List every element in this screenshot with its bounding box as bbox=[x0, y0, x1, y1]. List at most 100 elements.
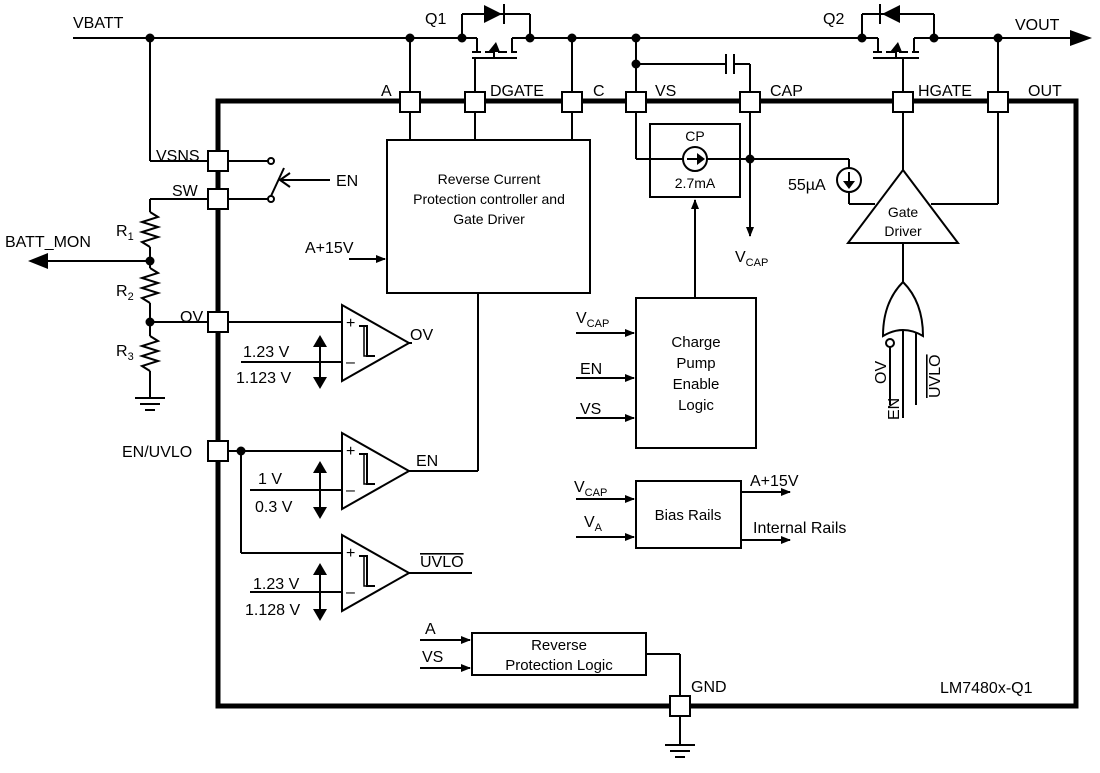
batt-mon-arrow bbox=[28, 253, 48, 269]
bias-vcap-sub: CAP bbox=[585, 487, 608, 499]
pin-vsns-label: VSNS bbox=[156, 148, 200, 165]
pin-ov-label: OV bbox=[180, 309, 203, 326]
q2-label: Q2 bbox=[823, 11, 844, 28]
bias-vcap-v: V bbox=[574, 479, 585, 496]
r1-base: R bbox=[116, 223, 128, 240]
rpl-wiring bbox=[420, 636, 695, 758]
en-threshold-fall: 0.3 V bbox=[255, 499, 293, 516]
pin-sw-label: SW bbox=[172, 183, 199, 200]
gate-driver-line-1: Gate bbox=[888, 204, 919, 220]
q1-label: Q1 bbox=[425, 11, 446, 28]
r3-sub: 3 bbox=[128, 351, 134, 363]
pin-cap bbox=[739, 91, 761, 113]
pin-out-label: OUT bbox=[1028, 83, 1062, 100]
rpl-line-2: Protection Logic bbox=[505, 657, 613, 674]
pin-vs bbox=[625, 91, 647, 113]
pin-en-uvlo-label: EN/UVLO bbox=[122, 444, 192, 461]
cpe-line-4: Logic bbox=[678, 397, 714, 414]
rcp-line-3: Gate Driver bbox=[453, 211, 525, 227]
ov-comparator bbox=[228, 303, 412, 389]
rpl-input-vs: VS bbox=[422, 649, 443, 666]
pin-hgate bbox=[892, 91, 914, 113]
vout-label: VOUT bbox=[1015, 17, 1060, 34]
cp-wiring bbox=[635, 112, 875, 237]
ov-threshold-rise: 1.23 V bbox=[243, 344, 290, 361]
pin-vsns bbox=[207, 150, 229, 172]
vsns-sw-network bbox=[149, 38, 330, 203]
cpe-input-wires bbox=[576, 329, 635, 422]
pin-hgate-label: HGATE bbox=[918, 83, 972, 100]
cpe-vcap-v: V bbox=[576, 310, 587, 327]
or-input-en: EN bbox=[886, 398, 903, 420]
en-minus: – bbox=[346, 482, 355, 499]
ov-minus: – bbox=[346, 354, 355, 371]
q2-mosfet-symbol bbox=[857, 4, 939, 101]
uvlo-comparator bbox=[240, 451, 472, 621]
cpe-input-vcap: VCAP bbox=[576, 310, 609, 330]
bias-va-sub: A bbox=[595, 522, 603, 534]
charge-pump-enable-block bbox=[635, 297, 757, 449]
pin-a-label: A bbox=[381, 83, 392, 100]
bias-output-internal: Internal Rails bbox=[753, 520, 846, 537]
r2-label: R2 bbox=[116, 283, 134, 303]
pin-dgate-label: DGATE bbox=[490, 83, 544, 100]
pin-a bbox=[399, 91, 421, 113]
pin-out bbox=[987, 91, 1009, 113]
r2-sub: 2 bbox=[128, 291, 134, 303]
cpe-vcap-sub: CAP bbox=[587, 318, 610, 330]
cp-output-label: VCAP bbox=[735, 249, 768, 269]
batt-mon-label: BATT_MON bbox=[5, 234, 91, 251]
pin-gnd-label: GND bbox=[691, 679, 727, 696]
or-input-ov: OV bbox=[873, 361, 890, 384]
pin-ov bbox=[207, 311, 229, 333]
cpe-input-en: EN bbox=[580, 361, 602, 378]
en-output-label: EN bbox=[416, 453, 438, 470]
cpe-line-2: Pump bbox=[676, 355, 715, 372]
en-comparator bbox=[228, 293, 479, 519]
cpe-line-1: Charge bbox=[671, 334, 720, 351]
ov-output-label: OV bbox=[410, 327, 433, 344]
ov-threshold-fall: 1.123 V bbox=[236, 370, 291, 387]
gate-driver-wiring bbox=[902, 112, 999, 282]
or-gate-symbol bbox=[881, 280, 925, 418]
bias-va-v: V bbox=[584, 514, 595, 531]
uvlo-threshold-fall: 1.128 V bbox=[245, 602, 300, 619]
top-pin-wiring bbox=[409, 38, 999, 92]
switch-en-label: EN bbox=[336, 173, 358, 190]
or-input-uvlo: UVLO bbox=[927, 354, 944, 398]
bias-input-va: VA bbox=[584, 514, 603, 534]
r1-sub: 1 bbox=[128, 231, 134, 243]
uvlo-threshold-rise: 1.23 V bbox=[253, 576, 300, 593]
cp-label: CP bbox=[685, 128, 704, 144]
bias-rails-wiring bbox=[576, 488, 791, 544]
cpe-line-3: Enable bbox=[673, 376, 720, 393]
cpe-input-vs: VS bbox=[580, 401, 601, 418]
r3-base: R bbox=[116, 343, 128, 360]
cp-out-sub: CAP bbox=[746, 257, 769, 269]
uvlo-plus: + bbox=[346, 545, 355, 562]
bias-rails-label: Bias Rails bbox=[655, 507, 722, 524]
en-plus: + bbox=[346, 443, 355, 460]
vbatt-rail bbox=[73, 30, 1092, 46]
cp-current-label: 2.7mA bbox=[675, 175, 716, 191]
source-current-label: 55µA bbox=[788, 177, 826, 194]
bias-output-a15: A+15V bbox=[750, 473, 799, 490]
rpl-input-a: A bbox=[425, 621, 436, 638]
pin-c-label: C bbox=[593, 83, 605, 100]
bias-input-vcap: VCAP bbox=[574, 479, 607, 499]
part-number-label: LM7480x-Q1 bbox=[940, 680, 1033, 697]
reverse-current-controller-block bbox=[386, 139, 591, 294]
pin-dgate bbox=[464, 91, 486, 113]
r1-label: R1 bbox=[116, 223, 134, 243]
rcp-line-2: Protection controller and bbox=[413, 191, 565, 207]
pin-c bbox=[561, 91, 583, 113]
bias-rails-block bbox=[635, 480, 742, 549]
vout-arrow bbox=[1070, 30, 1092, 46]
r3-label: R3 bbox=[116, 343, 134, 363]
rcp-input-label: A+15V bbox=[305, 240, 354, 257]
rcp-line-1: Reverse Current bbox=[438, 171, 541, 187]
r2-base: R bbox=[116, 283, 128, 300]
en-threshold-rise: 1 V bbox=[258, 471, 282, 488]
pin-sw bbox=[207, 188, 229, 210]
